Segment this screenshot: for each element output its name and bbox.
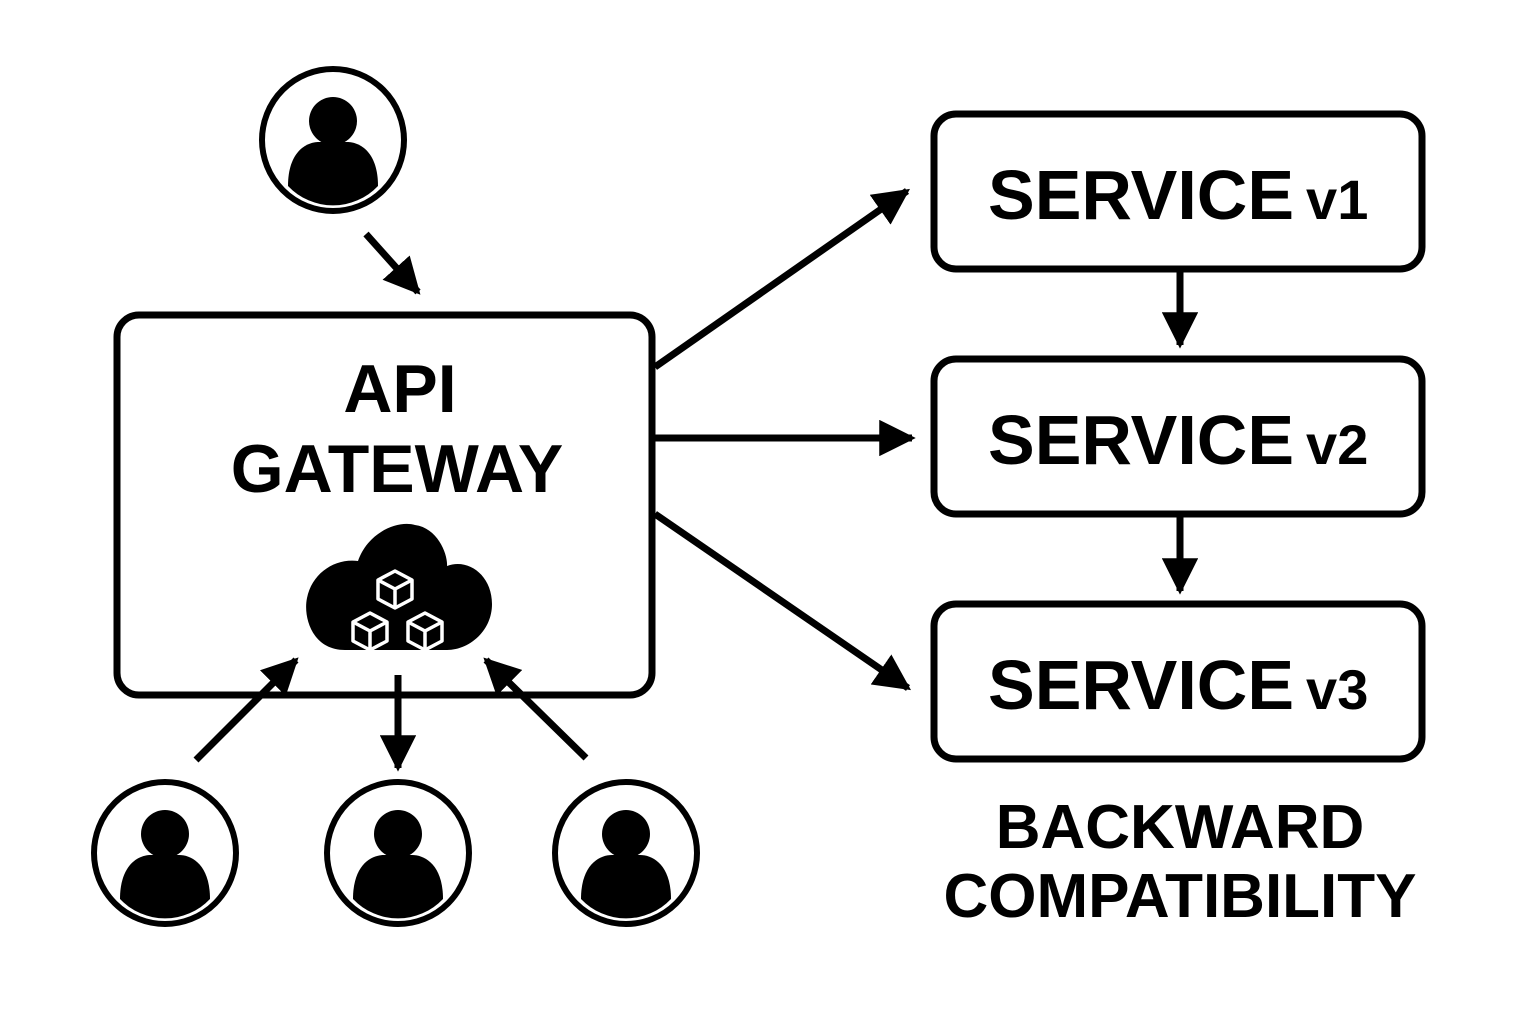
arrow-user-left-to-gateway <box>193 657 299 763</box>
user-bottom-right[interactable] <box>555 782 697 924</box>
user-icon <box>555 782 697 924</box>
user-icon <box>94 782 236 924</box>
arrow-gateway-to-service-v3 <box>653 511 911 691</box>
user-bottom-left[interactable] <box>94 782 236 924</box>
arrow-user-top-to-gateway <box>363 231 421 295</box>
service-v2-version: v2 <box>1306 413 1368 476</box>
api-gateway-box[interactable]: API GATEWAY <box>113 311 656 699</box>
caption-line2: COMPATIBILITY <box>944 862 1417 931</box>
arrow-gateway-to-service-v1 <box>652 188 910 370</box>
gateway-title-line1: API <box>343 351 456 427</box>
gateway-title-line2: GATEWAY <box>231 431 564 507</box>
caption-line1: BACKWARD <box>996 793 1365 862</box>
service-v1-version: v1 <box>1306 168 1368 231</box>
user-icon <box>327 782 469 924</box>
cloud-cubes-icon <box>306 523 492 652</box>
user-top[interactable] <box>262 69 404 211</box>
user-bottom-middle[interactable] <box>327 782 469 924</box>
arrow-user-right-to-gateway <box>483 657 589 761</box>
user-icon <box>262 69 404 211</box>
service-v3-version: v3 <box>1306 658 1368 721</box>
